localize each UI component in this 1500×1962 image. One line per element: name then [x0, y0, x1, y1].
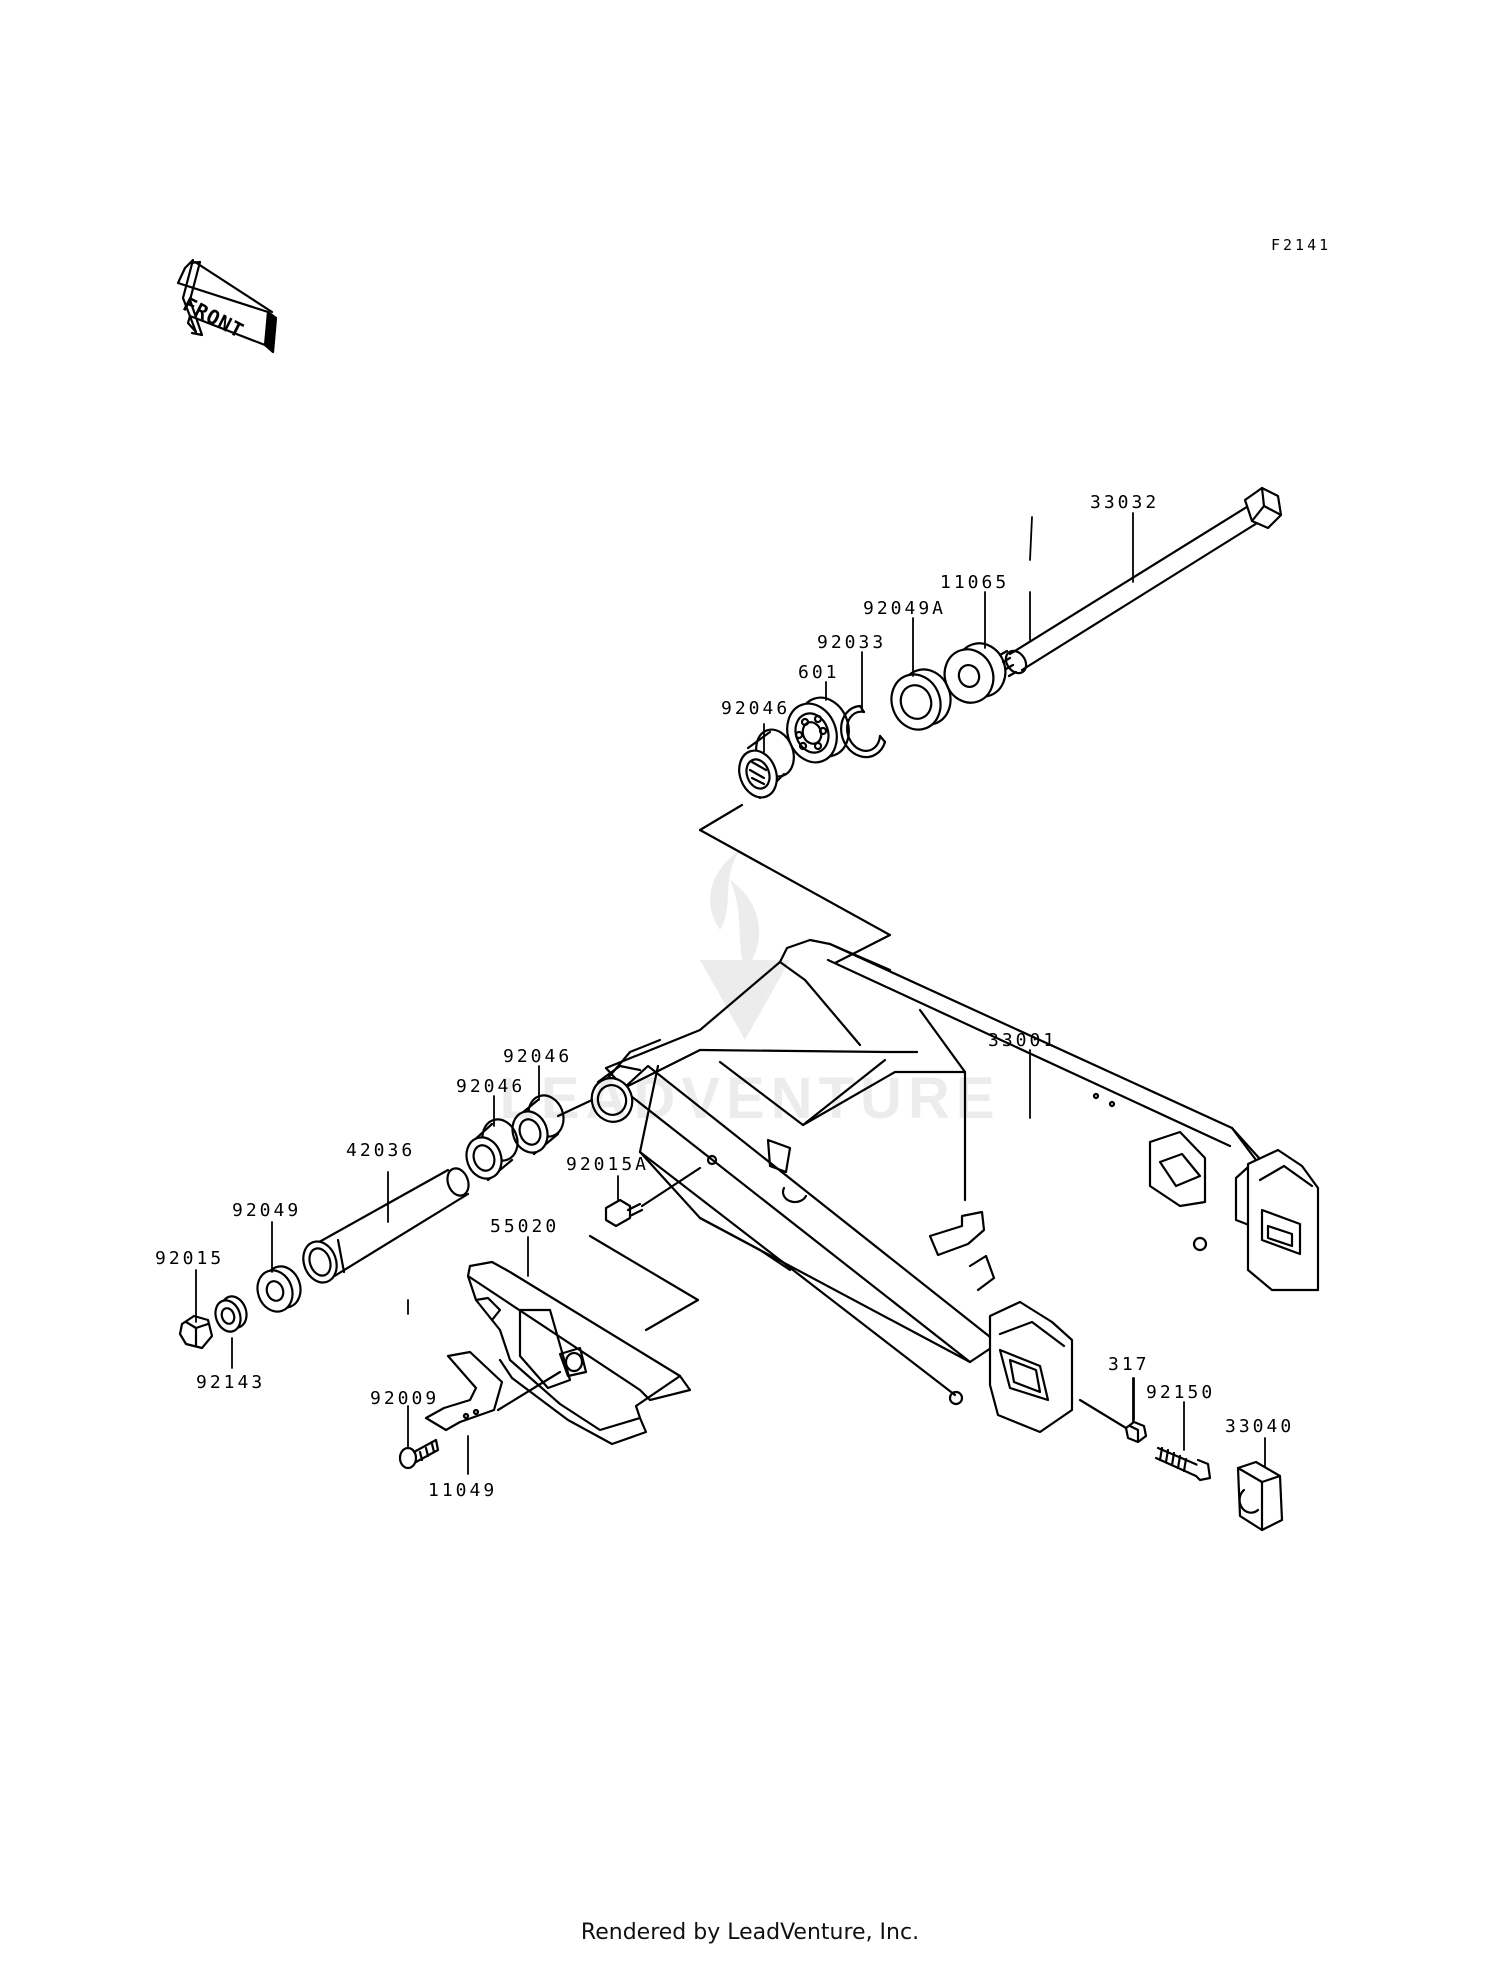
seal-92049A — [890, 668, 952, 731]
part-label[interactable]: 92033 — [817, 632, 887, 653]
part-label[interactable]: 11049 — [428, 1480, 498, 1501]
bolt-92150 — [1154, 1446, 1212, 1482]
collar-11065 — [943, 642, 1007, 704]
part-label[interactable]: 33001 — [988, 1030, 1058, 1051]
watermark-text: LEADVENTURE — [499, 1066, 1000, 1131]
part-label[interactable]: 92046 — [456, 1076, 526, 1097]
needle-bearing-92046-top — [738, 728, 795, 800]
footer-credit: Rendered by LeadVenture, Inc. — [580, 1920, 920, 1945]
part-label[interactable]: 33040 — [1225, 1416, 1295, 1437]
needle-bearing-92046-b — [465, 1118, 519, 1182]
sleeve-42036 — [302, 1167, 470, 1284]
part-label[interactable]: 42036 — [346, 1140, 416, 1161]
bracket-11049 — [424, 1350, 562, 1432]
nut-317 — [1078, 1398, 1148, 1444]
part-label[interactable]: 601 — [798, 662, 840, 683]
chain-slider-55020 — [466, 1260, 692, 1446]
part-label[interactable]: 92046 — [503, 1046, 573, 1067]
swingarm-33001 — [590, 938, 1320, 1434]
watermark-logo: LEADVENTURE — [499, 850, 1000, 1131]
ball-bearing-601 — [786, 696, 850, 764]
part-label[interactable]: 92049A — [863, 598, 947, 619]
seal-92049 — [256, 1265, 302, 1313]
part-label[interactable]: 92046 — [721, 698, 791, 719]
adjuster-block-33040 — [1236, 1460, 1284, 1532]
part-label[interactable]: 92009 — [370, 1388, 440, 1409]
part-label[interactable]: 92143 — [196, 1372, 266, 1393]
part-label[interactable]: 55020 — [490, 1216, 560, 1237]
screw-92009 — [398, 1438, 440, 1470]
diagram-code: F2141 — [1271, 236, 1332, 254]
part-label[interactable]: 92150 — [1146, 1382, 1216, 1403]
part-label[interactable]: 92049 — [232, 1200, 302, 1221]
circlip-92033 — [840, 704, 887, 759]
front-arrow-icon — [176, 258, 278, 354]
part-label[interactable]: 92015 — [155, 1248, 225, 1269]
collar-92143 — [214, 1295, 248, 1333]
bolt-92015A — [604, 1154, 718, 1228]
pivot-shaft-33032 — [998, 486, 1283, 678]
part-label[interactable]: 92015A — [566, 1154, 650, 1175]
part-label[interactable]: 33032 — [1090, 492, 1160, 513]
part-label[interactable]: 11065 — [940, 572, 1010, 593]
part-label[interactable]: 317 — [1108, 1354, 1150, 1375]
